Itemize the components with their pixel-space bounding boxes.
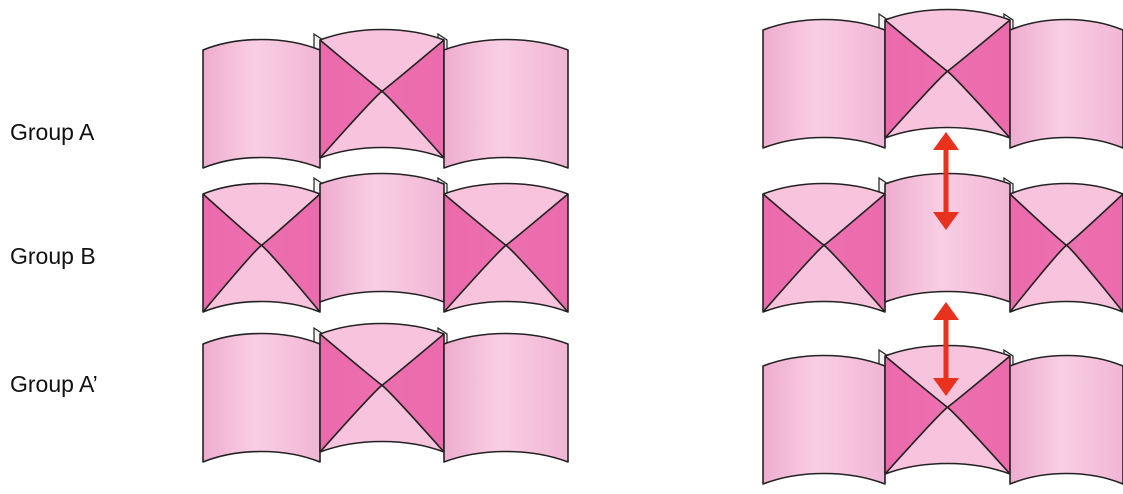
right-group-a-unit-2 <box>885 10 1010 139</box>
left-group-b-unit-2 <box>320 174 444 303</box>
right-group-b <box>763 174 1123 313</box>
right-group-b-unit-3 <box>1010 184 1123 313</box>
right-group-a-prime-unit-3 <box>1010 356 1123 485</box>
left-group-a-prime-unit-2 <box>320 324 444 453</box>
right-group-b-unit-1 <box>763 184 885 313</box>
right-group-a-unit-3 <box>1010 20 1123 149</box>
left-group-a-prime <box>203 324 568 463</box>
right-stack-panel <box>763 10 1123 485</box>
right-group-a <box>763 10 1123 149</box>
right-group-a-prime <box>763 346 1123 485</box>
left-group-a <box>203 30 568 169</box>
left-group-a-unit-3 <box>444 40 568 169</box>
left-stack-panel <box>203 30 568 463</box>
left-group-b <box>203 174 568 313</box>
left-group-a-unit-2 <box>320 30 444 159</box>
left-group-a-unit-1 <box>203 40 320 169</box>
right-group-a-unit-1 <box>763 20 885 149</box>
left-group-b-unit-1 <box>203 184 320 313</box>
right-group-a-prime-unit-1 <box>763 356 885 485</box>
left-group-a-prime-unit-3 <box>444 334 568 463</box>
left-group-b-unit-3 <box>444 184 568 313</box>
left-group-a-prime-unit-1 <box>203 334 320 463</box>
